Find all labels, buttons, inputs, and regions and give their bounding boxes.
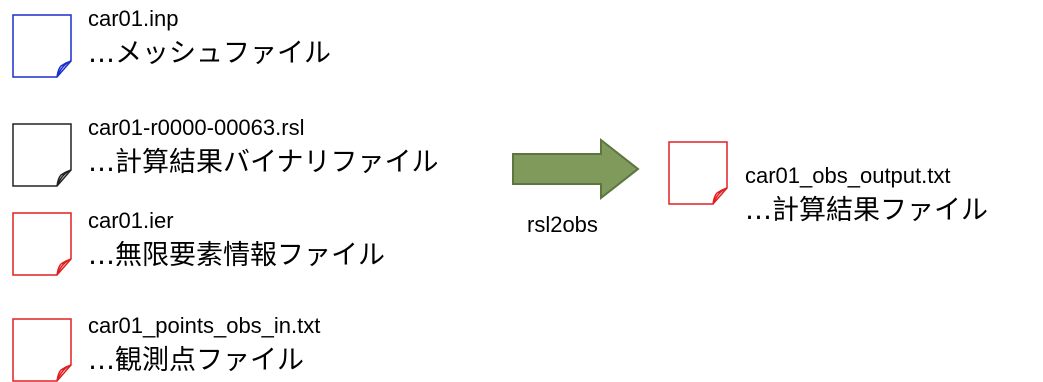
result-binary-file-label: car01-r0000-00063.rsl …計算結果バイナリファイル	[88, 115, 439, 178]
infinite-element-file-icon	[12, 212, 72, 276]
output-file-label: car01_obs_output.txt …計算結果ファイル	[745, 163, 988, 226]
right-arrow-outline	[512, 137, 640, 201]
file-outline	[668, 141, 728, 205]
observation-points-file-description: …観測点ファイル	[88, 345, 304, 376]
result-binary-file-name: car01-r0000-00063.rsl	[88, 115, 305, 140]
file-outline	[12, 14, 72, 78]
mesh-file-label: car01.inp …メッシュファイル	[88, 6, 331, 69]
result-binary-file-description: …計算結果バイナリファイル	[88, 147, 439, 178]
output-file-description: …計算結果ファイル	[745, 195, 988, 226]
observation-points-file-label: car01_points_obs_in.txt …観測点ファイル	[88, 313, 321, 376]
file-fold	[56, 60, 72, 78]
infinite-element-file-label: car01.ier …無限要素情報ファイル	[88, 208, 385, 271]
file-outline	[12, 212, 72, 276]
result-binary-file-icon	[12, 123, 72, 187]
mesh-file-icon	[12, 14, 72, 78]
infinite-element-file-description: …無限要素情報ファイル	[88, 240, 385, 271]
output-file-icon	[668, 141, 728, 205]
observation-points-file-name: car01_points_obs_in.txt	[88, 313, 321, 338]
mesh-file-name: car01.inp	[88, 6, 179, 31]
tool-label: rsl2obs	[527, 212, 598, 237]
file-outline	[12, 123, 72, 187]
file-fold	[56, 169, 72, 187]
file-outline	[12, 318, 72, 382]
arrow-outline	[512, 137, 640, 201]
file-fold	[712, 187, 728, 205]
file-fold	[56, 364, 72, 382]
infinite-element-file-name: car01.ier	[88, 208, 174, 233]
output-file-name: car01_obs_output.txt	[745, 163, 951, 188]
mesh-file-description: …メッシュファイル	[88, 38, 331, 69]
observation-points-file-icon	[12, 318, 72, 382]
file-fold	[56, 258, 72, 276]
